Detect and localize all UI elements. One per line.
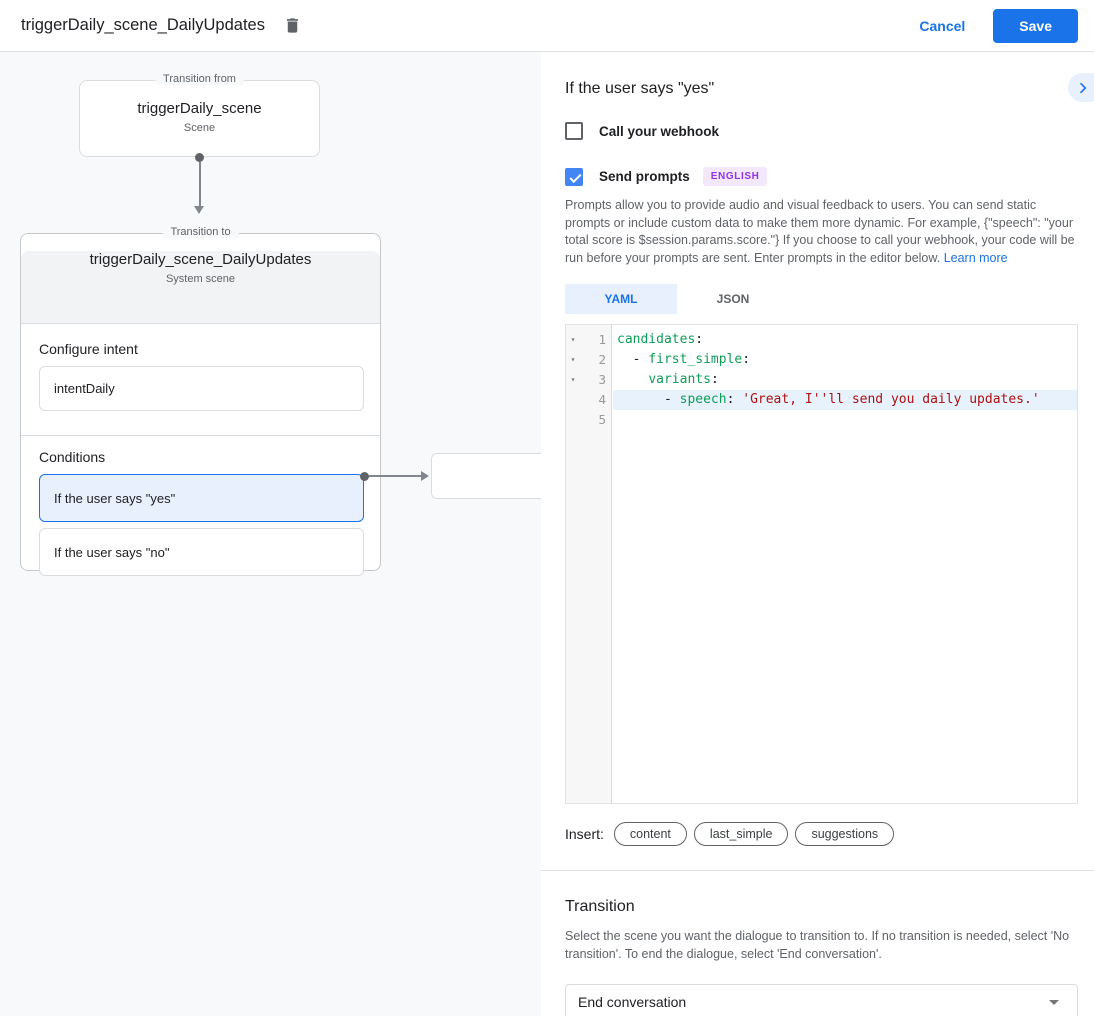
line-number: 5 bbox=[598, 412, 606, 427]
send-prompts-checkbox[interactable] bbox=[565, 167, 583, 186]
top-bar: triggerDaily_scene_DailyUpdates Cancel S… bbox=[0, 0, 1094, 52]
divider bbox=[21, 435, 380, 436]
connector-dot bbox=[195, 153, 204, 162]
condition-title: If the user says "yes" bbox=[565, 80, 715, 97]
from-scene-type: Scene bbox=[183, 122, 216, 134]
code-line: ▾1 candidates: bbox=[566, 330, 1077, 350]
code-line: 5 bbox=[566, 410, 1077, 430]
line-number: 1 bbox=[598, 332, 606, 347]
connector-dot bbox=[360, 472, 369, 481]
transition-target-node[interactable] bbox=[431, 453, 541, 499]
code-line: ▾3 variants: bbox=[566, 370, 1077, 390]
transition-section-title: Transition bbox=[565, 898, 635, 915]
condition-label: If the user says "no" bbox=[54, 544, 170, 560]
transition-to-legend: Transition to bbox=[162, 226, 239, 238]
to-scene-name: triggerDaily_scene_DailyUpdates bbox=[89, 251, 312, 268]
collapse-panel-button[interactable] bbox=[1068, 73, 1094, 102]
condition-label: If the user says "yes" bbox=[54, 490, 176, 506]
insert-chip-suggestions[interactable]: suggestions bbox=[795, 822, 895, 846]
transition-from-legend: Transition from bbox=[155, 73, 244, 85]
save-button[interactable]: Save bbox=[993, 8, 1078, 43]
fold-arrow-icon[interactable]: ▾ bbox=[570, 335, 576, 344]
line-number: 2 bbox=[598, 352, 606, 367]
condition-editor-panel: If the user says "yes" Call your webhook… bbox=[541, 52, 1094, 1016]
send-prompts-label: Send prompts bbox=[599, 169, 690, 184]
intent-item[interactable]: intentDaily bbox=[39, 366, 364, 411]
language-badge: ENGLISH bbox=[702, 167, 768, 186]
configure-intent-label: Configure intent bbox=[39, 341, 138, 357]
transition-select[interactable]: End conversation bbox=[565, 984, 1078, 1016]
connector-line-vertical bbox=[199, 162, 201, 206]
transition-from-node[interactable]: Transition from triggerDaily_scene Scene bbox=[79, 73, 320, 157]
code-line: ▾2 - first_simple: bbox=[566, 350, 1077, 370]
divider bbox=[541, 870, 1094, 871]
delete-scene-button[interactable] bbox=[281, 14, 305, 38]
insert-row: Insert: content last_simple suggestions bbox=[565, 822, 1080, 846]
cancel-button[interactable]: Cancel bbox=[919, 17, 966, 34]
transition-to-node: Transition to triggerDaily_scene_DailyUp… bbox=[20, 226, 381, 576]
insert-chip-content[interactable]: content bbox=[613, 822, 687, 846]
trash-icon bbox=[283, 16, 302, 35]
condition-item-no[interactable]: If the user says "no" bbox=[39, 528, 364, 576]
prompts-description: Prompts allow you to provide audio and v… bbox=[565, 198, 1075, 265]
to-scene-type: System scene bbox=[165, 273, 236, 285]
intent-name: intentDaily bbox=[54, 381, 115, 396]
conditions-label: Conditions bbox=[39, 449, 106, 465]
from-scene-name: triggerDaily_scene bbox=[137, 100, 262, 117]
insert-label: Insert: bbox=[565, 826, 604, 842]
scene-diagram-panel: Transition from triggerDaily_scene Scene… bbox=[0, 52, 541, 1016]
dropdown-caret-icon bbox=[1049, 999, 1059, 1005]
transition-select-value: End conversation bbox=[578, 994, 687, 1010]
code-line-active: 4 - speech: 'Great, I''ll send you daily… bbox=[566, 390, 1077, 410]
insert-chip-last-simple[interactable]: last_simple bbox=[693, 822, 789, 846]
line-number: 4 bbox=[598, 392, 606, 407]
send-prompts-row: Send prompts ENGLISH bbox=[565, 167, 1080, 186]
fold-arrow-icon[interactable]: ▾ bbox=[570, 355, 576, 364]
webhook-row: Call your webhook bbox=[565, 122, 1080, 140]
call-webhook-checkbox[interactable] bbox=[565, 122, 583, 140]
call-webhook-label: Call your webhook bbox=[599, 123, 720, 139]
editor-gutter bbox=[566, 325, 612, 803]
fold-arrow-icon[interactable]: ▾ bbox=[570, 375, 576, 384]
arrowhead-down-icon bbox=[194, 206, 204, 214]
yaml-code-editor[interactable]: ▾1 candidates: ▾2 - first_simple: ▾3 var… bbox=[565, 324, 1078, 804]
chevron-right-icon bbox=[1075, 80, 1091, 96]
tab-json[interactable]: JSON bbox=[716, 292, 750, 306]
tab-yaml[interactable]: YAML bbox=[565, 284, 677, 314]
learn-more-link[interactable]: Learn more bbox=[943, 250, 1008, 265]
condition-item-yes[interactable]: If the user says "yes" bbox=[39, 474, 364, 522]
arrowhead-right-icon bbox=[421, 471, 429, 481]
to-scene-header: triggerDaily_scene_DailyUpdates System s… bbox=[21, 251, 380, 324]
transition-description: Select the scene you want the dialogue t… bbox=[565, 929, 1070, 961]
page-title: triggerDaily_scene_DailyUpdates bbox=[21, 16, 265, 34]
line-number: 3 bbox=[598, 372, 606, 387]
editor-format-tabs: YAML JSON bbox=[565, 284, 1080, 314]
connector-line-horizontal bbox=[369, 475, 422, 477]
